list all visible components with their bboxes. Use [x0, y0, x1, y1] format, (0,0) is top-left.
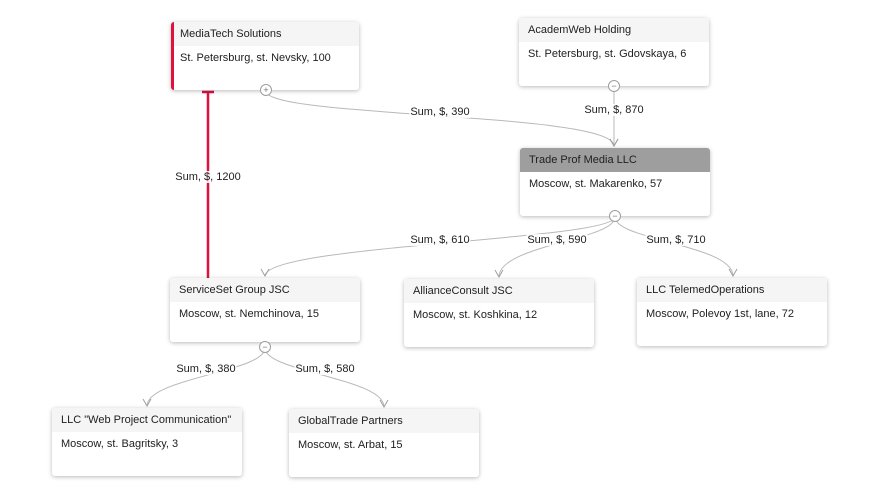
- node-globaltrade[interactable]: GlobalTrade Partners Moscow, st. Arbat, …: [289, 409, 479, 477]
- node-address: Moscow, st. Bagritsky, 3: [61, 438, 179, 450]
- edge-label-tradeprof-allianceconsult: Sum, $, 590: [526, 234, 588, 246]
- node-address: St. Petersburg, st. Nevsky, 100: [180, 52, 331, 64]
- node-address: Moscow, Polevoy 1st, lane, 72: [646, 308, 794, 320]
- edge-label-mediatech-tradeprof: Sum, $, 390: [409, 106, 471, 118]
- edge-mediatech-tradeprof[interactable]: [265, 90, 619, 148]
- edge-serviceset-webproject[interactable]: [142, 347, 266, 408]
- edge-label-serviceset-globaltrade: Sum, $, 580: [294, 363, 356, 375]
- edge-label-academweb-tradeprof: Sum, $, 870: [583, 104, 645, 116]
- node-title: MediaTech Solutions: [171, 22, 359, 46]
- node-telemed[interactable]: LLC TelemedOperations Moscow, Polevoy 1s…: [637, 278, 827, 346]
- node-title: LLC TelemedOperations: [637, 278, 827, 302]
- collapse-toggle-icon-academweb[interactable]: −: [608, 80, 620, 92]
- node-address: Moscow, st. Nemchinova, 15: [179, 308, 320, 320]
- node-address: Moscow, st. Arbat, 15: [298, 439, 403, 451]
- node-address: Moscow, st. Koshkina, 12: [413, 309, 538, 321]
- node-academweb[interactable]: AcademWeb Holding St. Petersburg, st. Gd…: [519, 18, 709, 86]
- node-serviceset[interactable]: ServiceSet Group JSC Moscow, st. Nemchin…: [170, 278, 360, 342]
- node-title: AcademWeb Holding: [519, 18, 709, 42]
- collapse-toggle-icon-tradeprof[interactable]: −: [609, 210, 621, 222]
- node-allianceconsult[interactable]: AllianceConsult JSC Moscow, st. Koshkina…: [404, 279, 594, 347]
- node-address: St. Petersburg, st. Gdovskaya, 6: [528, 48, 687, 60]
- node-mediatech[interactable]: MediaTech Solutions St. Petersburg, st. …: [171, 22, 359, 90]
- node-title: GlobalTrade Partners: [289, 409, 479, 433]
- edge-label-serviceset-mediatech: Sum, $, 1200: [174, 171, 242, 183]
- edge-label-tradeprof-telemed: Sum, $, 710: [645, 234, 707, 246]
- edge-serviceset-globaltrade[interactable]: [264, 347, 389, 409]
- edge-label-serviceset-webproject: Sum, $, 380: [175, 363, 237, 375]
- collapse-toggle-icon-serviceset[interactable]: −: [259, 341, 271, 353]
- node-tradeprof[interactable]: Trade Prof Media LLC Moscow, st. Makaren…: [520, 148, 710, 216]
- node-address: Moscow, st. Makarenko, 57: [529, 178, 663, 190]
- node-webproject[interactable]: LLC "Web Project Communication" Moscow, …: [52, 408, 242, 476]
- node-title: ServiceSet Group JSC: [170, 278, 360, 302]
- edge-tradeprof-serviceset[interactable]: [260, 216, 616, 278]
- node-title: Trade Prof Media LLC: [520, 148, 710, 172]
- edge-tradeprof-telemed[interactable]: [614, 216, 738, 278]
- collapse-toggle-icon-mediatech[interactable]: +: [260, 84, 272, 96]
- edge-tradeprof-allianceconsult[interactable]: [494, 216, 616, 279]
- node-title: AllianceConsult JSC: [404, 279, 594, 303]
- edge-label-tradeprof-serviceset: Sum, $, 610: [409, 234, 471, 246]
- node-title: LLC "Web Project Communication": [52, 408, 242, 432]
